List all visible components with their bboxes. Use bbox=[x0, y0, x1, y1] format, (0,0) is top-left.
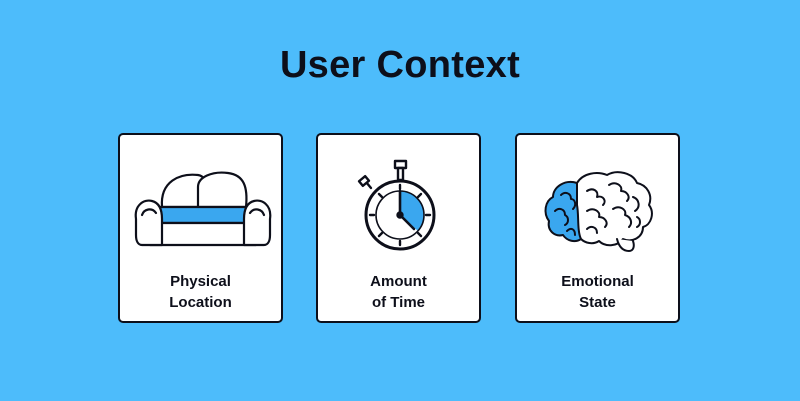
brain-icon bbox=[544, 171, 653, 252]
card-label: Physical Location bbox=[120, 271, 281, 313]
card-physical-location: Physical Location bbox=[118, 133, 283, 323]
card-emotional-state: Emotional State bbox=[515, 133, 680, 323]
card-label-line2: State bbox=[579, 294, 616, 311]
card-label-line2: Location bbox=[169, 294, 232, 311]
card-label-line1: Emotional bbox=[561, 273, 634, 290]
couch-icon bbox=[134, 171, 272, 247]
card-label-line1: Physical bbox=[170, 273, 231, 290]
stopwatch-icon bbox=[357, 159, 436, 251]
card-label-line2: of Time bbox=[371, 294, 426, 311]
card-label: Amount of Time bbox=[318, 271, 479, 313]
page-title: User Context bbox=[279, 44, 521, 86]
card-label-line1: Amount bbox=[370, 273, 427, 290]
card-amount-of-time: Amount of Time bbox=[316, 133, 481, 323]
card-label: Emotional State bbox=[517, 271, 678, 313]
